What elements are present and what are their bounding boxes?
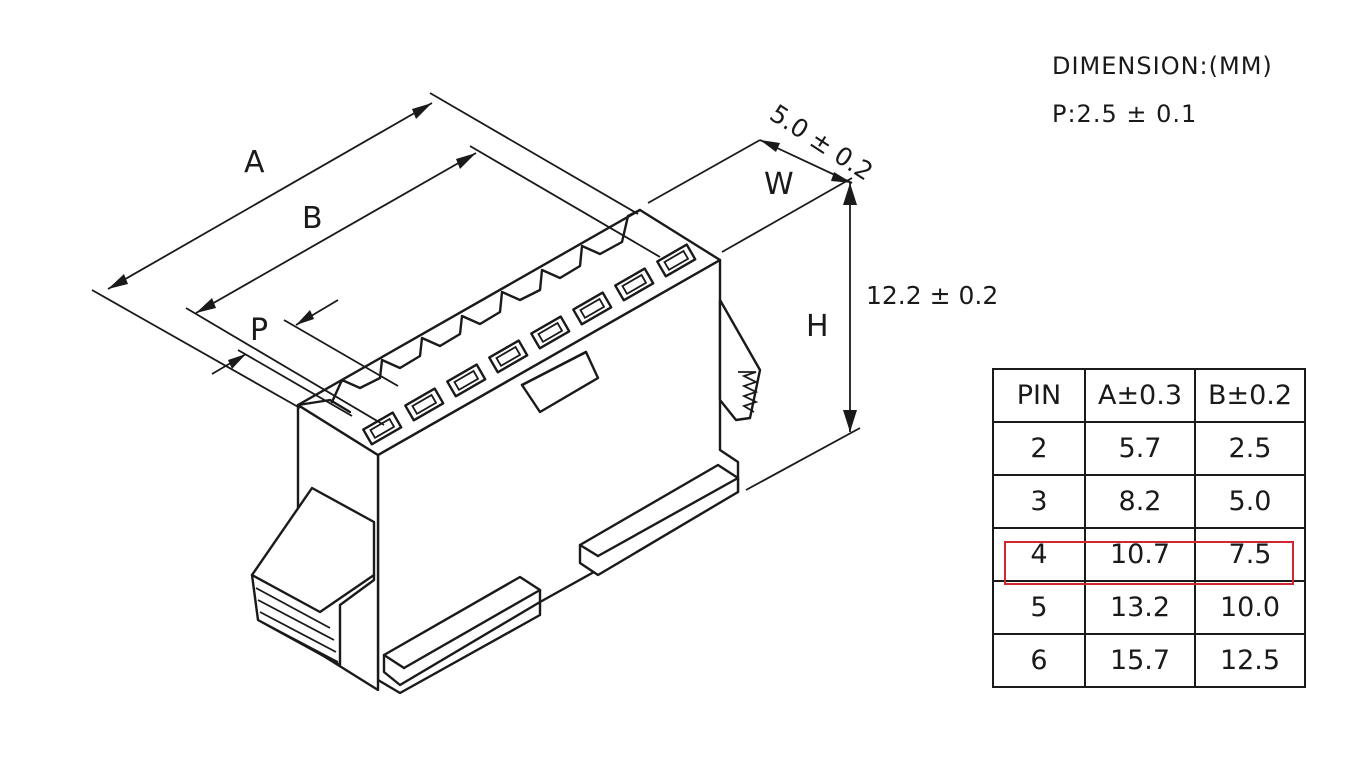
- dimension-h: H 12.2 ± 0.2: [745, 183, 998, 491]
- header-pin: PIN: [992, 368, 1086, 423]
- table-row-highlighted: 4 10.7 7.5: [992, 527, 1306, 582]
- label-a: A: [244, 145, 265, 180]
- table-header-row: PIN A±0.3 B±0.2: [992, 368, 1306, 423]
- connector-body: [296, 208, 740, 695]
- dimension-p: P: [211, 299, 399, 417]
- height-dimension-text: 12.2 ± 0.2: [866, 281, 998, 310]
- dimension-table: PIN A±0.3 B±0.2 2 5.7 2.5 3 8.2 5.0 4 10…: [992, 368, 1306, 688]
- units-note: DIMENSIΟN:(MM): [1052, 52, 1273, 80]
- side-latch-right: [718, 298, 762, 422]
- label-p: P: [250, 313, 268, 348]
- pitch-note: P:2.5 ± 0.1: [1052, 100, 1198, 128]
- bottom-rails: [382, 463, 740, 687]
- dimension-b: B: [185, 145, 661, 426]
- cell-a: 5.7: [1084, 421, 1196, 476]
- front-latch: [250, 486, 376, 667]
- cell-a: 10.7: [1084, 527, 1196, 582]
- cell-b: 10.0: [1194, 580, 1306, 635]
- table-row: 3 8.2 5.0: [992, 474, 1306, 529]
- cavity: [488, 339, 529, 374]
- pin-cavities: [362, 243, 697, 446]
- cell-b: 12.5: [1194, 633, 1306, 688]
- cavity: [656, 243, 697, 278]
- dimension-w: W 5.0 ± 0.2: [647, 99, 878, 253]
- header-a: A±0.3: [1084, 368, 1196, 423]
- cavity: [614, 267, 655, 302]
- table-row: 6 15.7 12.5: [992, 633, 1306, 688]
- cell-b: 2.5: [1194, 421, 1306, 476]
- rear-latch: [520, 350, 600, 414]
- label-b: B: [302, 201, 323, 236]
- table-row: 5 13.2 10.0: [992, 580, 1306, 635]
- dimension-a: A: [91, 92, 639, 409]
- cell-a: 8.2: [1084, 474, 1196, 529]
- cavity: [404, 387, 445, 422]
- cell-b: 5.0: [1194, 474, 1306, 529]
- cell-pin: 3: [992, 474, 1086, 529]
- label-h: H: [806, 309, 829, 344]
- cavity: [362, 411, 403, 446]
- cell-pin: 5: [992, 580, 1086, 635]
- cell-pin: 2: [992, 421, 1086, 476]
- cell-a: 15.7: [1084, 633, 1196, 688]
- header-b: B±0.2: [1194, 368, 1306, 423]
- cavity: [572, 291, 613, 326]
- table-row: 2 5.7 2.5: [992, 421, 1306, 476]
- cell-b: 7.5: [1194, 527, 1306, 582]
- label-w: W: [764, 167, 794, 202]
- cavity: [530, 315, 571, 350]
- cell-a: 13.2: [1084, 580, 1196, 635]
- cavity: [446, 363, 487, 398]
- cell-pin: 4: [992, 527, 1086, 582]
- cell-pin: 6: [992, 633, 1086, 688]
